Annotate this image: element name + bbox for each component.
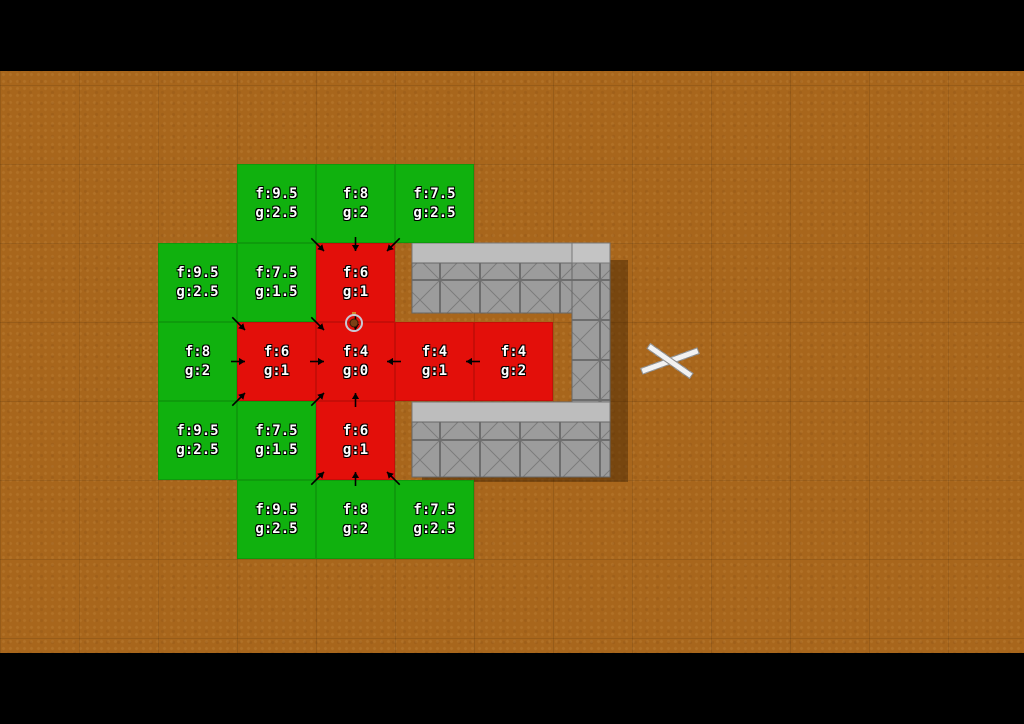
node-g-cost: g:1.5 (255, 441, 298, 458)
grid-node-r3c1: f:7.5 g:1.5 (237, 401, 316, 480)
node-f-cost: f:4 (342, 343, 369, 360)
node-g-cost: g:1 (263, 362, 290, 379)
node-f-cost: f:7.5 (255, 264, 298, 281)
node-g-cost: g:2 (342, 204, 369, 221)
node-g-cost: g:2.5 (413, 520, 456, 537)
node-g-cost: g:2 (342, 520, 369, 537)
node-f-cost: f:4 (421, 343, 448, 360)
node-g-cost: g:0 (342, 362, 369, 379)
wall-top-front (411, 262, 573, 314)
move-target-marker-icon (640, 343, 700, 379)
node-f-cost: f:7.5 (413, 185, 456, 202)
node-f-cost: f:9.5 (176, 264, 219, 281)
node-g-cost: g:2 (500, 362, 527, 379)
node-f-cost: f:4 (500, 343, 527, 360)
grid-node-r1c1: f:7.5 g:1.5 (237, 243, 316, 322)
node-g-cost: g:2.5 (255, 204, 298, 221)
node-f-cost: f:9.5 (255, 501, 298, 518)
node-f-cost: f:7.5 (413, 501, 456, 518)
node-g-cost: g:1.5 (255, 283, 298, 300)
agent-unit-icon[interactable] (343, 312, 365, 334)
node-g-cost: g:1 (342, 283, 369, 300)
node-g-cost: g:2.5 (176, 283, 219, 300)
node-g-cost: g:1 (342, 441, 369, 458)
node-f-cost: f:6 (263, 343, 290, 360)
node-g-cost: g:1 (421, 362, 448, 379)
node-f-cost: f:8 (184, 343, 211, 360)
grid-node-r4c3: f:7.5 g:2.5 (395, 480, 474, 559)
node-f-cost: f:6 (342, 264, 369, 281)
node-f-cost: f:9.5 (176, 422, 219, 439)
grid-node-r4c1: f:9.5 g:2.5 (237, 480, 316, 559)
node-g-cost: g:2.5 (255, 520, 298, 537)
node-f-cost: f:9.5 (255, 185, 298, 202)
node-g-cost: g:2.5 (176, 441, 219, 458)
grid-node-r1c0: f:9.5 g:2.5 (158, 243, 237, 322)
grid-node-r0c1: f:9.5 g:2.5 (237, 164, 316, 243)
node-g-cost: g:2.5 (413, 204, 456, 221)
node-f-cost: f:7.5 (255, 422, 298, 439)
node-f-cost: f:6 (342, 422, 369, 439)
grid-node-r0c3: f:7.5 g:2.5 (395, 164, 474, 243)
wall-bottom-front (411, 421, 611, 478)
node-f-cost: f:8 (342, 185, 369, 202)
node-g-cost: g:2 (184, 362, 211, 379)
grid-node-r3c0: f:9.5 g:2.5 (158, 401, 237, 480)
node-f-cost: f:8 (342, 501, 369, 518)
